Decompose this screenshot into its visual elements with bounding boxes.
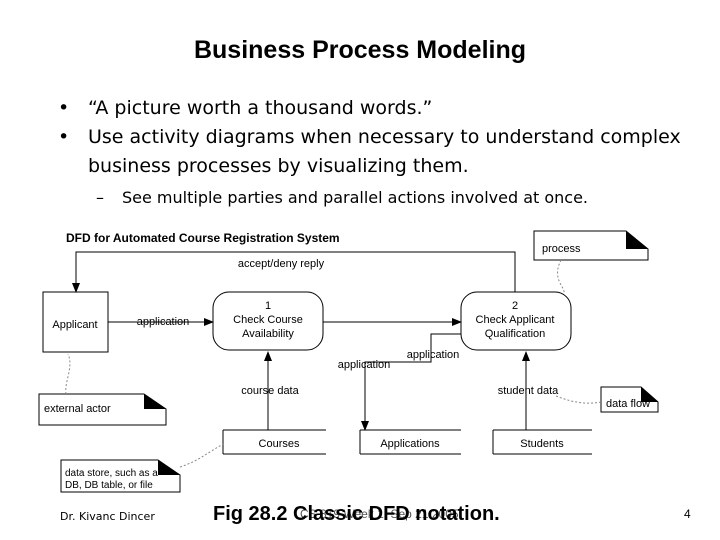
bullet-text: Use activity diagrams when necessary to … [88, 126, 681, 177]
application-label-3: application [338, 359, 391, 371]
bullet-mark: • [58, 97, 70, 119]
applications-store-label: Applications [380, 438, 440, 450]
data-store-note-line2: DB, DB table, or file [65, 480, 153, 491]
application-flow-3 [361, 333, 461, 431]
application-label-1: application [137, 316, 190, 328]
student-data-label: student data [498, 385, 559, 397]
external-actor-note-label: external actor [44, 403, 111, 415]
process-2-line2: Qualification [485, 328, 546, 340]
students-store [492, 429, 592, 455]
courses-store [222, 429, 326, 455]
applicant-entity-box [42, 291, 109, 353]
process-note-leader [557, 259, 565, 295]
bullet-text: “A picture worth a thousand words.” [88, 97, 433, 119]
diagram-title: DFD for Automated Course Registration Sy… [66, 231, 340, 245]
application-label-2: application [407, 349, 460, 361]
process-2-number: 2 [512, 300, 518, 312]
dfd-diagram: DFD for Automated Course Registration Sy… [36, 222, 666, 506]
figure-caption: Fig 28.2 Classic DFD notation. [213, 503, 500, 525]
external-actor-leader [65, 353, 71, 395]
process-1-line1: Check Course [233, 314, 303, 326]
data-flow-note [600, 386, 659, 413]
process-2-line1: Check Applicant [476, 314, 555, 326]
process-note [533, 230, 649, 261]
applicant-entity-label: Applicant [52, 319, 97, 331]
course-data-label: course data [241, 385, 299, 397]
bullet-list: • “A picture worth a thousand words.” • … [58, 94, 698, 212]
sub-bullet-text: See multiple parties and parallel action… [122, 188, 589, 207]
accept-deny-label: accept/deny reply [238, 258, 325, 270]
process-1-line2: Availability [242, 328, 294, 340]
data-flow-leader [555, 395, 602, 404]
data-store-note [60, 459, 181, 493]
footer-author: Dr. Kivanc Dincer [60, 510, 155, 523]
sub-bullet-mark: – [96, 188, 104, 207]
page-number: 4 [684, 507, 691, 521]
applications-store [359, 429, 461, 455]
footer-overlay-text: CS 319 Week 1: Sep 21 2005 [300, 507, 459, 521]
accept-deny-flow [72, 251, 516, 293]
data-store-note-line1: data store, such as a [65, 468, 158, 479]
bullet-mark: • [58, 126, 70, 148]
process-note-label: process [542, 243, 581, 255]
students-store-label: Students [520, 438, 564, 450]
dfd-svg: DFD for Automated Course Registration Sy… [38, 230, 659, 493]
external-actor-note [38, 393, 167, 426]
courses-store-label: Courses [259, 438, 300, 450]
slide-title: Business Process Modeling [193, 36, 527, 64]
data-store-leader [179, 443, 224, 468]
data-flow-note-label: data flow [606, 398, 650, 410]
bullet-item: • “A picture worth a thousand words.” [58, 94, 698, 123]
sub-bullet-item: – See multiple parties and parallel acti… [58, 184, 698, 212]
bullet-item: • Use activity diagrams when necessary t… [58, 123, 698, 181]
process-1-number: 1 [265, 300, 271, 312]
